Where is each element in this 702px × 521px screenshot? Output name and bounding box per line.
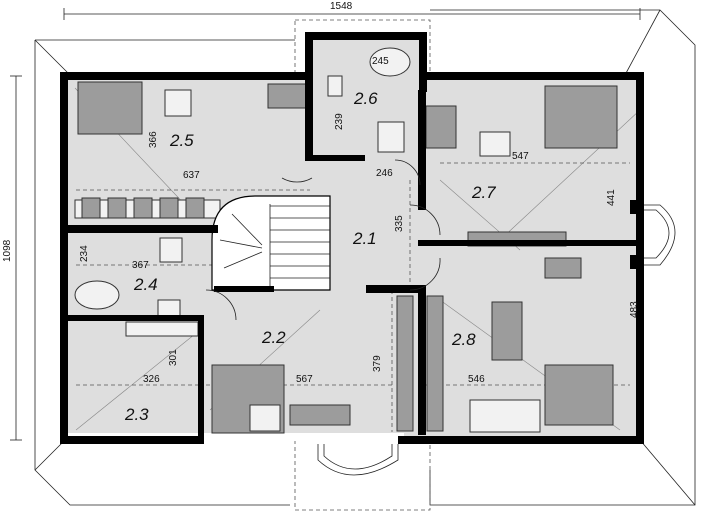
dim-335: 335 <box>394 215 405 232</box>
dim-326: 326 <box>143 374 160 385</box>
room-label-2-3: 2.3 <box>124 405 149 424</box>
room-label-2-2: 2.2 <box>261 328 286 347</box>
room-label-2-7: 2.7 <box>471 183 496 202</box>
room-label-2-8: 2.8 <box>451 330 476 349</box>
dim-379: 379 <box>372 355 383 372</box>
door-swings <box>205 159 441 321</box>
dim-483: 483 <box>629 301 640 318</box>
dim-246: 246 <box>376 168 393 179</box>
dim-301: 301 <box>168 349 179 366</box>
dim-245: 245 <box>372 56 389 67</box>
furniture <box>74 47 618 434</box>
dim-547: 547 <box>512 151 529 162</box>
dim-441: 441 <box>606 189 617 206</box>
room-label-2-1: 2.1 <box>352 229 377 248</box>
roof-outline <box>34 9 696 511</box>
room-label-2-6: 2.6 <box>353 89 378 108</box>
dim-567: 567 <box>296 374 313 385</box>
dim-637: 637 <box>183 170 200 181</box>
dim-234: 234 <box>79 245 90 262</box>
room-label-2-5: 2.5 <box>169 131 194 150</box>
room-label-2-4: 2.4 <box>133 275 158 294</box>
staircase <box>211 195 331 291</box>
dim-239: 239 <box>334 113 345 130</box>
dim-546: 546 <box>468 374 485 385</box>
overall-height-label: 1098 <box>2 239 13 262</box>
dim-366: 366 <box>148 131 159 148</box>
walls <box>60 32 644 444</box>
dim-367: 367 <box>132 260 149 271</box>
bay-windows <box>317 204 676 476</box>
overall-width-label: 1548 <box>330 1 353 12</box>
dimension-lines <box>10 8 641 441</box>
